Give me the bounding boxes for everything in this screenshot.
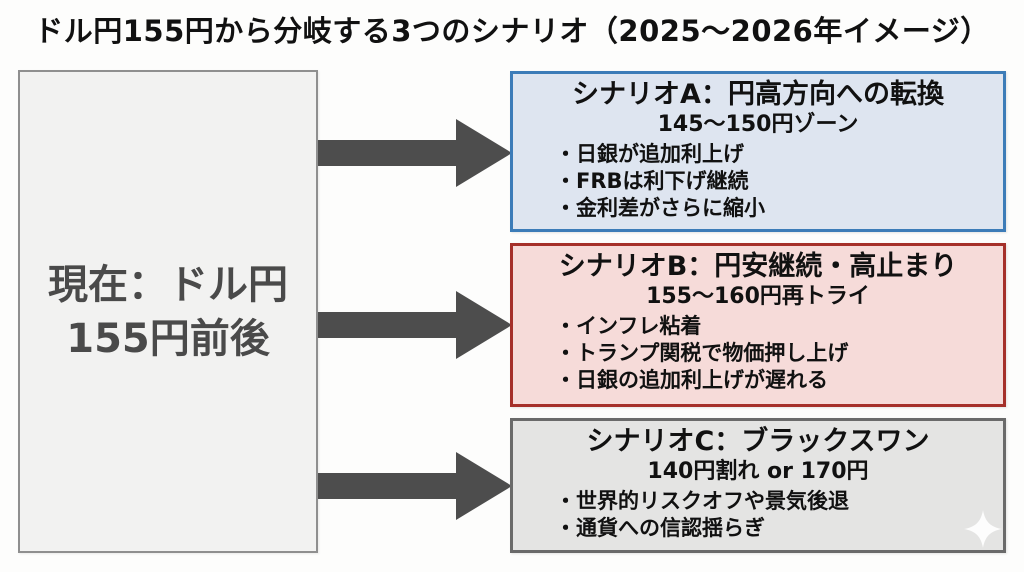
bullet-item: ・日銀が追加利上げ xyxy=(555,142,744,167)
bullet-item: ・通貨への信認揺らぎ xyxy=(555,516,765,541)
bullet-item: ・世界的リスクオフや景気後退 xyxy=(555,489,849,514)
scenario-a-range: 145〜150円ゾーン xyxy=(657,112,859,138)
current-state-box: 現在：ドル円 155円前後 xyxy=(18,70,318,553)
diagram-title: ドル円155円から分岐する3つのシナリオ（2025〜2026年イメージ） xyxy=(34,14,990,48)
scenario-b-range: 155〜160円再トライ xyxy=(646,284,870,310)
current-state-label: 現在：ドル円 155円前後 xyxy=(48,258,288,366)
bullet-item: ・インフレ粘着 xyxy=(555,314,702,339)
arrow-to-scenario-a-icon xyxy=(318,119,512,187)
scenario-a-box: シナリオA：円高方向への転換 145〜150円ゾーン ・日銀が追加利上げ ・FR… xyxy=(510,71,1006,232)
scenario-c-bullets: ・世界的リスクオフや景気後退 ・通貨への信認揺らぎ xyxy=(513,488,1003,541)
bullet-item: ・FRBは利下げ継続 xyxy=(555,169,749,194)
bullet-item: ・トランプ関税で物価押し上げ xyxy=(555,341,849,366)
bullet-item: ・日銀の追加利上げが遅れる xyxy=(555,367,828,392)
scenario-c-range: 140円割れ or 170円 xyxy=(647,459,869,485)
current-state-line1: 現在：ドル円 xyxy=(48,261,288,308)
current-state-line2: 155円前後 xyxy=(66,315,270,362)
sparkle-icon xyxy=(964,510,1002,548)
scenario-b-title: シナリオB：円安継続・高止まり xyxy=(558,251,958,282)
arrow-to-scenario-b-icon xyxy=(318,291,512,359)
scenario-a-title: シナリオA：円高方向への転換 xyxy=(572,79,944,110)
scenario-b-bullets: ・インフレ粘着 ・トランプ関税で物価押し上げ ・日銀の追加利上げが遅れる xyxy=(513,313,1003,393)
arrow-to-scenario-c-icon xyxy=(318,452,512,520)
scenario-c-box: シナリオC：ブラックスワン 140円割れ or 170円 ・世界的リスクオフや景… xyxy=(510,418,1006,553)
bullet-item: ・金利差がさらに縮小 xyxy=(555,195,765,220)
scenario-a-bullets: ・日銀が追加利上げ ・FRBは利下げ継続 ・金利差がさらに縮小 xyxy=(513,141,1003,221)
scenario-c-title: シナリオC：ブラックスワン xyxy=(586,426,930,457)
scenario-b-box: シナリオB：円安継続・高止まり 155〜160円再トライ ・インフレ粘着 ・トラ… xyxy=(510,243,1006,407)
